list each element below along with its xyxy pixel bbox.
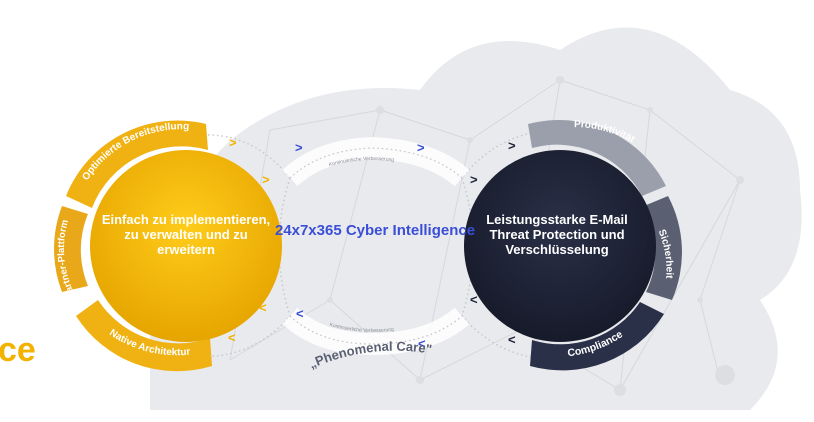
left-ring [54,120,212,372]
left-circle [90,150,282,342]
left-circle-text: Einfach zu implementieren, zu verwalten … [101,212,271,257]
right-circle-text: Leistungsstarke E-Mail Threat Protection… [486,212,628,257]
arrows: > > > > > > < < < < < < [228,135,516,351]
chevron-left-icon: < [228,330,236,345]
chevron-left-icon: < [259,300,267,315]
chevron-left-icon: < [508,332,516,347]
right-ring [528,119,682,371]
chevron-right-icon: > [417,140,425,155]
partial-heading-text: ce [0,331,36,369]
chevron-right-icon: > [229,135,237,150]
right-circle [464,150,656,342]
chevron-right-icon: > [295,140,303,155]
center-title: 24x7x365 Cyber Intelligence [274,222,476,239]
chevron-right-icon: > [508,138,516,153]
chevron-left-icon: < [418,336,426,351]
chevron-left-icon: < [470,292,478,307]
chevron-right-icon: > [470,172,478,187]
loop-connector-inner [289,147,463,345]
chevron-right-icon: > [262,172,270,187]
chevron-left-icon: < [296,306,304,321]
